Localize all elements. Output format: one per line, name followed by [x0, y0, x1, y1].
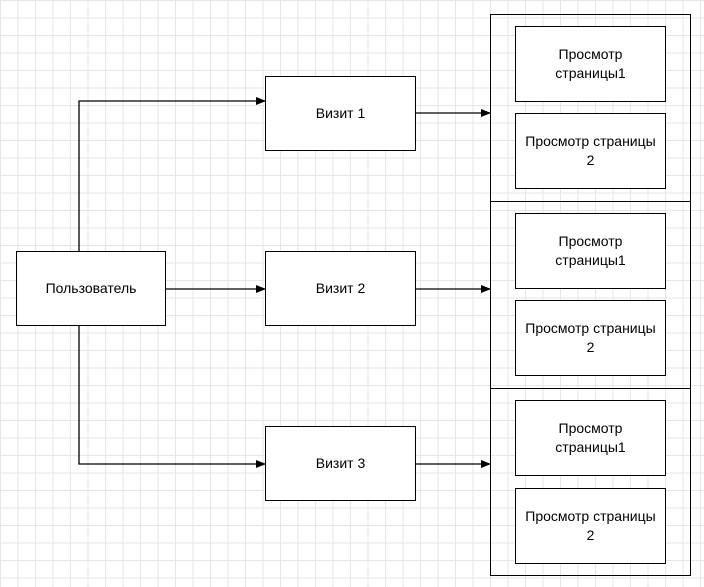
- page-view-node-label: Просмотр страницы1: [555, 46, 626, 81]
- page-view-node-label: Просмотр страницы 2: [525, 133, 656, 168]
- page-view-node-2-1[interactable]: Просмотр страницы1: [515, 213, 666, 289]
- visit-node-3-label: Визит 3: [315, 455, 366, 471]
- visit-node-2[interactable]: Визит 2: [265, 251, 416, 326]
- page-view-node-1-2[interactable]: Просмотр страницы 2: [515, 113, 666, 189]
- edge-user-visit-1: [78, 97, 266, 251]
- visit-node-1-label: Визит 1: [315, 105, 366, 121]
- page-view-node-3-2[interactable]: Просмотр страницы 2: [515, 488, 666, 564]
- page-view-node-label: Просмотр страницы1: [555, 420, 626, 455]
- pages-group-visit-3: [490, 388, 691, 576]
- user-node[interactable]: Пользователь: [16, 251, 166, 326]
- visit-node-3[interactable]: Визит 3: [265, 426, 416, 501]
- visit-node-2-label: Визит 2: [315, 280, 366, 296]
- page-view-node-1-1[interactable]: Просмотр страницы1: [515, 26, 666, 102]
- page-view-node-label: Просмотр страницы1: [555, 233, 626, 268]
- user-node-label: Пользователь: [45, 280, 137, 296]
- visit-node-1[interactable]: Визит 1: [265, 76, 416, 151]
- page-view-node-2-2[interactable]: Просмотр страницы 2: [515, 300, 666, 376]
- edge-user-visit-3: [78, 326, 266, 468]
- page-view-node-label: Просмотр страницы 2: [525, 320, 656, 355]
- page-view-node-3-1[interactable]: Просмотр страницы1: [515, 400, 666, 476]
- page-view-node-label: Просмотр страницы 2: [525, 508, 656, 543]
